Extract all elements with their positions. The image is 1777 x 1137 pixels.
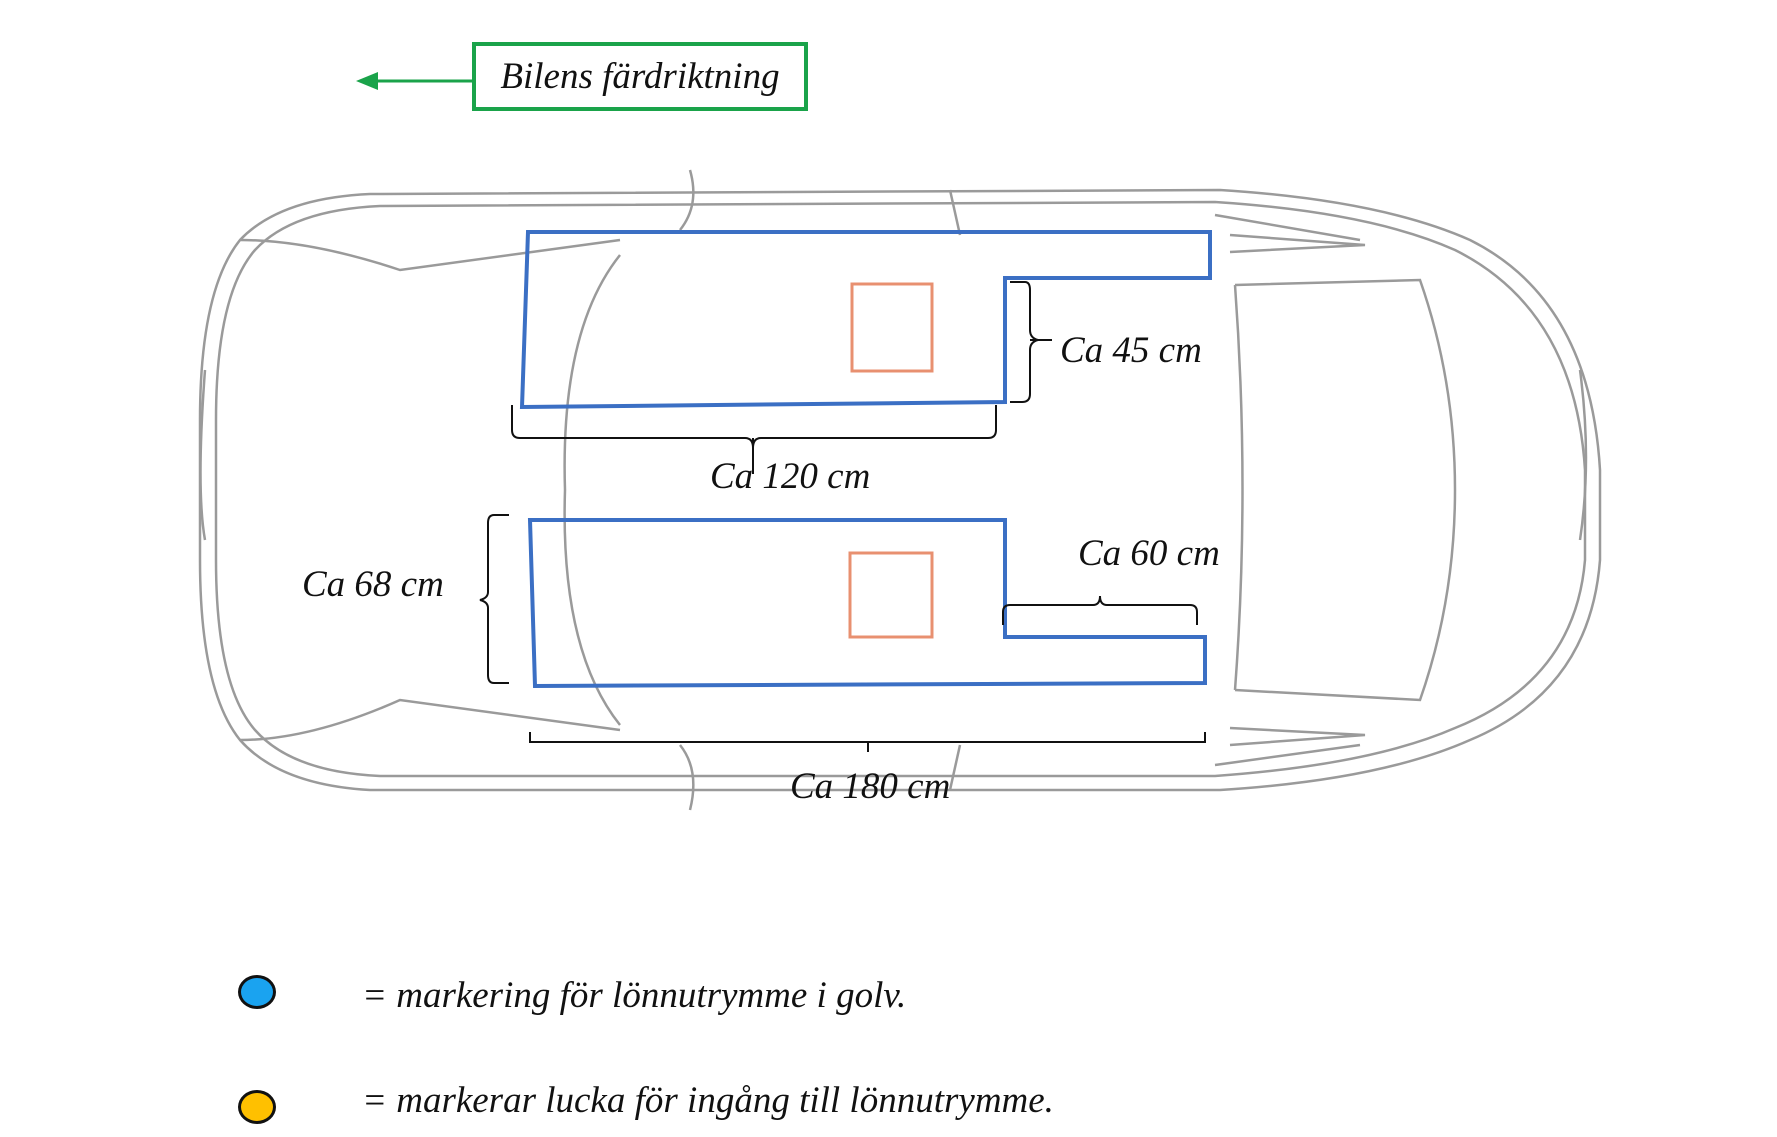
measurement-120: Ca 120 cm xyxy=(710,456,871,497)
measurement-60: Ca 60 cm xyxy=(1078,533,1220,574)
direction-label-box: Bilens färdriktning xyxy=(472,42,808,111)
measurement-45: Ca 45 cm xyxy=(1060,330,1202,371)
hatch-bottom xyxy=(848,551,934,639)
compartment-top xyxy=(519,230,1212,410)
bracket-120 xyxy=(511,405,997,474)
legend-text-blue: = markering för lönnutrymme i golv. xyxy=(362,975,907,1016)
bracket-180 xyxy=(529,732,1206,752)
bracket-68 xyxy=(479,514,509,684)
car-outline xyxy=(198,169,1602,811)
hatch-top xyxy=(850,282,934,373)
bracket-60 xyxy=(1002,595,1198,625)
measurement-180: Ca 180 cm xyxy=(790,766,951,807)
legend-blue-dot xyxy=(238,975,276,1009)
direction-label: Bilens färdriktning xyxy=(500,56,780,97)
legend-text-yellow: = markerar lucka för ingång till lönnutr… xyxy=(362,1080,1054,1121)
compartment-bottom xyxy=(527,518,1207,689)
bracket-45 xyxy=(1010,281,1052,403)
measurement-68: Ca 68 cm xyxy=(302,564,444,605)
legend-yellow-dot xyxy=(238,1090,276,1124)
direction-arrow xyxy=(356,72,472,90)
